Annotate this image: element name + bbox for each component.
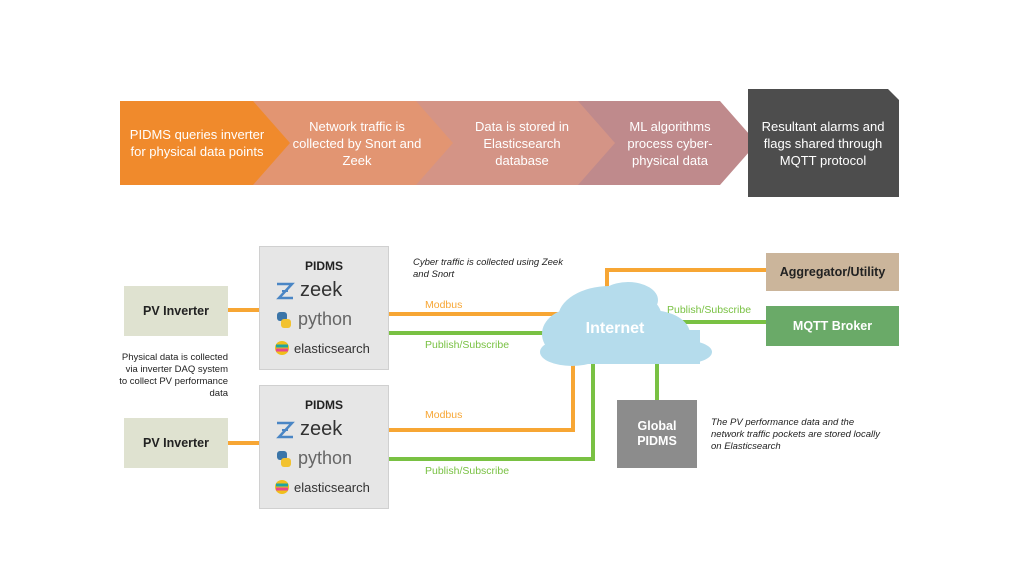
step-5-text: Resultant alarms and flags shared throug…: [761, 118, 885, 168]
pidms-bottom: PIDMS zeek python elasticsearch: [259, 385, 389, 509]
step-3-shape: [416, 101, 617, 185]
elasticsearch-label: elasticsearch: [294, 479, 370, 495]
pidms-top: PIDMS zeek python elasticsearch: [259, 246, 389, 370]
step-1-text: PIDMS queries inverter for physical data…: [129, 127, 265, 159]
python-label: python: [298, 309, 353, 329]
step-4-text: ML algorithms process cyber-physical dat…: [627, 118, 713, 168]
storage-note: The PV performance data and the network …: [711, 417, 880, 452]
step-4-shape: [578, 101, 757, 185]
pv-inverter-top: PV Inverter: [124, 286, 228, 336]
step-2-shape: [253, 101, 455, 185]
step-5-shape: [748, 89, 899, 197]
python-icon: [277, 450, 291, 467]
modbus-label-bottom: Modbus: [425, 409, 463, 421]
pidms-top-title: PIDMS: [304, 259, 343, 273]
pubsub-line-bottom: [387, 360, 595, 461]
python-label: python: [298, 448, 353, 468]
elasticsearch-logo: elasticsearch: [274, 340, 370, 356]
zeek-label: zeek: [300, 418, 343, 440]
modbus-line-bottom: [387, 355, 575, 432]
pubsub-label-right: Publish/Subscribe: [667, 304, 752, 316]
global-pidms-box: Global PIDMS: [617, 400, 697, 468]
aggregator-utility-box: Aggregator/Utility: [766, 253, 899, 291]
internet-cloud: [540, 282, 712, 366]
zeek-logo: zeek: [274, 279, 342, 302]
step-2-text: Network traffic is collected by Snort an…: [292, 118, 422, 168]
zeek-icon: [276, 282, 295, 299]
python-icon: [277, 311, 291, 328]
zeek-logo: zeek: [274, 418, 342, 441]
step-1-shape: [120, 101, 292, 185]
pubsub-label-bottom: Publish/Subscribe: [425, 465, 510, 477]
elasticsearch-label: elasticsearch: [294, 340, 370, 356]
pv-inverter-bottom: PV Inverter: [124, 418, 228, 468]
python-logo: python: [274, 448, 352, 469]
python-logo: python: [274, 309, 352, 330]
internet-label: Internet: [585, 320, 645, 337]
elasticsearch-icon: [275, 480, 289, 494]
step-3-text: Data is stored in Elasticsearch database: [475, 118, 569, 168]
modbus-label-top: Modbus: [425, 299, 463, 311]
cyber-traffic-note: Cyber traffic is collected using Zeek an…: [413, 257, 563, 280]
pidms-bottom-title: PIDMS: [304, 398, 343, 412]
zeek-label: zeek: [300, 279, 343, 301]
mqtt-broker-box: MQTT Broker: [766, 306, 899, 346]
physical-data-note: Physical data is collected via inverter …: [119, 352, 228, 399]
pubsub-label-top: Publish/Subscribe: [425, 339, 510, 351]
elasticsearch-logo: elasticsearch: [274, 479, 370, 495]
zeek-icon: [276, 421, 295, 438]
elasticsearch-icon: [275, 341, 289, 355]
